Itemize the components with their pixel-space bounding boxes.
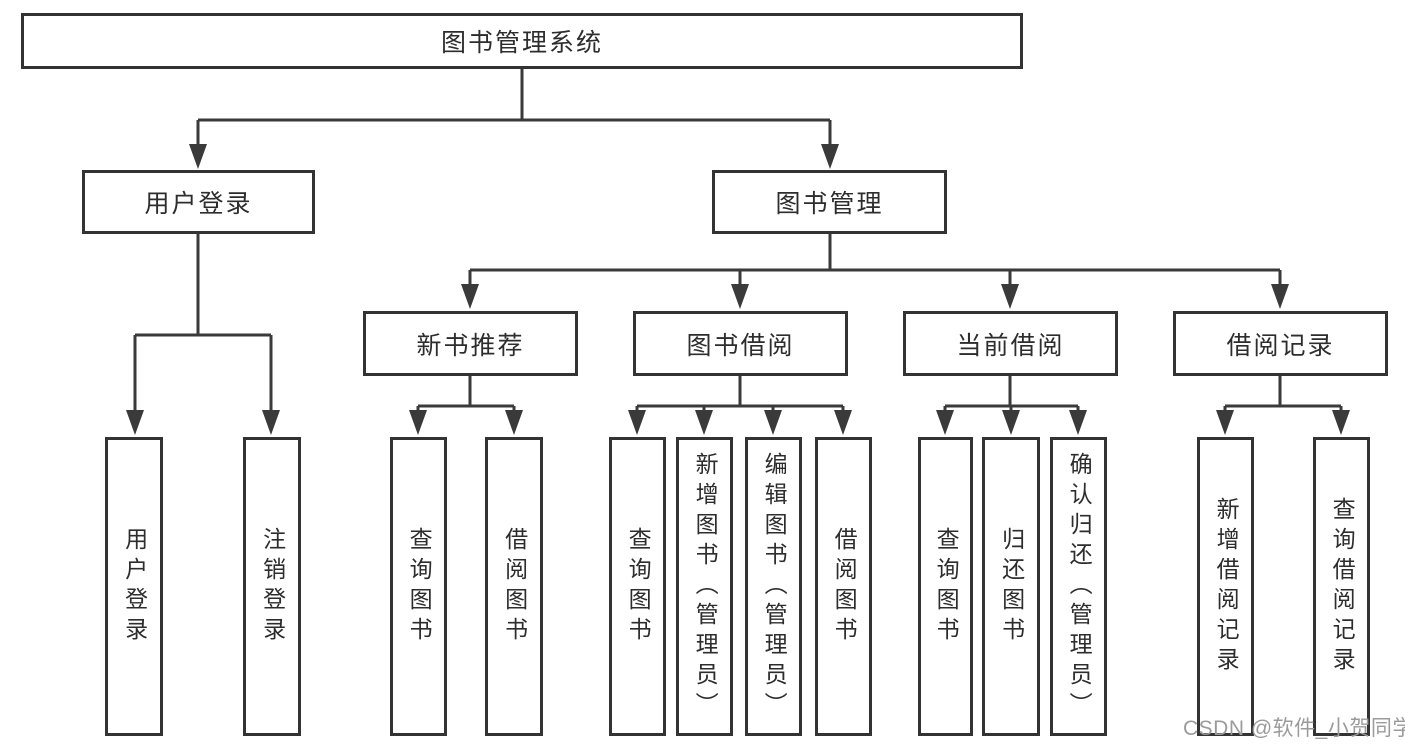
arrowhead-down (764, 410, 782, 435)
node-user-login: 用户登录 (82, 170, 315, 234)
leaf-borrow-book-2-label: 借阅图书 (831, 526, 858, 647)
arrowhead-down (409, 410, 427, 435)
arrowhead-down (936, 410, 954, 435)
node-book-borrow: 图书借阅 (633, 311, 848, 376)
leaf-query-borrow-record: 查询借阅记录 (1313, 437, 1370, 736)
connector-root-to-level2 (189, 68, 839, 169)
leaf-query-book-1: 查询图书 (390, 437, 447, 736)
node-user-login-label: 用户登录 (144, 190, 253, 218)
leaf-query-borrow-record-label: 查询借阅记录 (1329, 496, 1356, 677)
leaf-query-book-3-label: 查询图书 (933, 526, 960, 647)
leaf-borrow-book-1: 借阅图书 (485, 437, 543, 736)
leaf-confirm-return-label: 确认归还（管理员） (1066, 451, 1093, 722)
leaf-user-login-label: 用户登录 (121, 526, 148, 647)
arrowhead-down (1002, 410, 1020, 435)
arrowhead-down (126, 410, 144, 435)
arrowhead-down (628, 410, 646, 435)
node-current-borrow: 当前借阅 (903, 311, 1118, 376)
node-new-book-rec-label: 新书推荐 (416, 331, 525, 360)
node-borrow-records-label: 借阅记录 (1226, 331, 1335, 360)
arrowhead-down (1216, 410, 1234, 435)
leaf-query-book-2: 查询图书 (609, 437, 666, 736)
arrowhead-down (1332, 410, 1350, 435)
arrowhead-down (1001, 284, 1019, 309)
node-borrow-records: 借阅记录 (1173, 311, 1388, 376)
connector-book-mgmt-to-level3 (461, 234, 1289, 309)
connector-new-book-rec-to-leaves (409, 376, 523, 435)
arrowhead-down (505, 410, 523, 435)
csdn-watermark: CSDN @软件_小贺同学 (1183, 717, 1405, 740)
arrowhead-down (461, 284, 479, 309)
arrowhead-down (821, 144, 839, 169)
node-current-borrow-label: 当前借阅 (956, 331, 1065, 360)
connector-user-login-to-leaves (126, 234, 280, 435)
leaf-confirm-return: 确认归还（管理员） (1050, 437, 1107, 736)
arrowhead-down (834, 410, 852, 435)
node-book-mgmt: 图书管理 (712, 170, 947, 234)
leaf-logout: 注销登录 (243, 437, 301, 736)
leaf-add-borrow-record-label: 新增借阅记录 (1213, 496, 1240, 677)
leaf-return-book-label: 归还图书 (998, 526, 1025, 647)
node-book-mgmt-label: 图书管理 (775, 190, 884, 218)
arrowhead-down (262, 410, 280, 435)
arrowhead-down (731, 284, 749, 309)
node-book-borrow-label: 图书借阅 (686, 331, 795, 360)
arrowhead-down (189, 144, 207, 169)
leaf-return-book: 归还图书 (982, 437, 1040, 736)
arrowhead-down (1069, 410, 1087, 435)
leaf-edit-book: 编辑图书（管理员） (745, 437, 802, 736)
leaf-edit-book-label: 编辑图书（管理员） (761, 451, 788, 722)
leaf-query-book-3: 查询图书 (918, 437, 973, 736)
arrowhead-down (695, 410, 713, 435)
leaf-borrow-book-1-label: 借阅图书 (501, 526, 528, 647)
connector-book-borrow-to-leaves (628, 376, 852, 435)
leaf-add-book: 新增图书（管理员） (676, 437, 733, 736)
node-new-book-rec: 新书推荐 (363, 311, 578, 376)
connector-borrow-records-to-leaves (1216, 376, 1350, 435)
node-root: 图书管理系统 (21, 13, 1023, 69)
leaf-user-login: 用户登录 (105, 437, 163, 736)
leaf-query-book-2-label: 查询图书 (625, 526, 652, 647)
node-root-label: 图书管理系统 (440, 29, 603, 57)
connector-current-borrow-to-leaves (936, 376, 1087, 435)
leaf-add-borrow-record: 新增借阅记录 (1197, 437, 1254, 736)
leaf-add-book-label: 新增图书（管理员） (692, 451, 719, 722)
arrowhead-down (1271, 284, 1289, 309)
leaf-query-book-1-label: 查询图书 (406, 526, 433, 647)
leaf-borrow-book-2: 借阅图书 (815, 437, 872, 736)
leaf-logout-label: 注销登录 (259, 526, 286, 647)
